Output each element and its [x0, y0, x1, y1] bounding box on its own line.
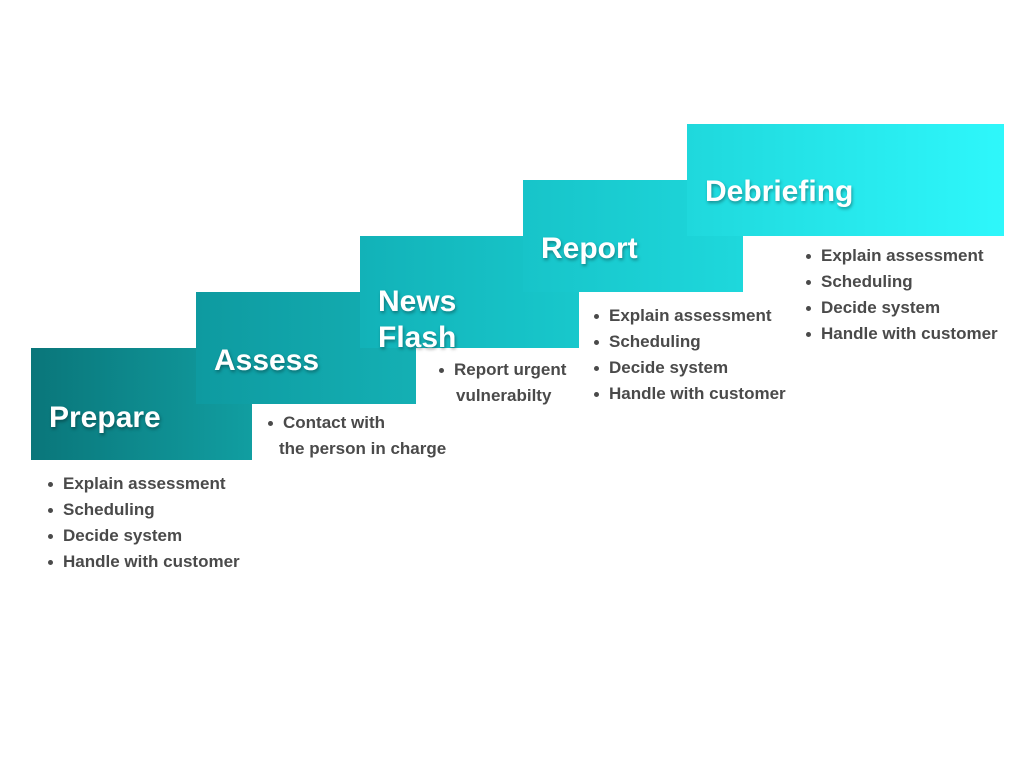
- step-title: Report: [541, 232, 638, 265]
- bullet-icon: [48, 560, 53, 565]
- step-prepare: Prepare: [31, 348, 252, 460]
- bullet-icon: [48, 482, 53, 487]
- bullet-icon: [594, 366, 599, 371]
- bullet-icon: [806, 280, 811, 285]
- step-debriefing: Debriefing: [687, 124, 1004, 236]
- list-item: Decide system: [46, 523, 240, 549]
- list-item: Scheduling: [592, 329, 786, 355]
- list-item: Decide system: [804, 295, 998, 321]
- list-item: Handle with customer: [592, 381, 786, 407]
- bullet-icon: [806, 306, 811, 311]
- list-item-continuation: vulnerabilty: [456, 386, 552, 405]
- bullet-icon: [268, 421, 273, 426]
- bullets-assess: Contact with the person in charge: [266, 410, 446, 462]
- list-item: Explain assessment: [46, 471, 240, 497]
- bullets-debriefing: Explain assessment Scheduling Decide sys…: [804, 243, 998, 347]
- list-item: Handle with customer: [804, 321, 998, 347]
- list-item: Report urgent: [437, 357, 566, 383]
- bullet-icon: [594, 314, 599, 319]
- list-item: Scheduling: [804, 269, 998, 295]
- bullet-icon: [594, 392, 599, 397]
- bullet-icon: [439, 368, 444, 373]
- bullet-icon: [48, 508, 53, 513]
- list-item: Decide system: [592, 355, 786, 381]
- bullets-prepare: Explain assessment Scheduling Decide sys…: [46, 471, 240, 575]
- list-item: Contact with: [266, 410, 446, 436]
- bullet-icon: [806, 332, 811, 337]
- list-item-continuation: the person in charge: [279, 439, 447, 458]
- bullets-news-flash: Report urgent vulnerabilty: [437, 357, 566, 409]
- list-item: Explain assessment: [804, 243, 998, 269]
- step-title: Prepare: [49, 401, 161, 434]
- list-item: Scheduling: [46, 497, 240, 523]
- bullet-icon: [806, 254, 811, 259]
- list-item: Explain assessment: [592, 303, 786, 329]
- step-title: Debriefing: [705, 175, 854, 208]
- bullet-icon: [48, 534, 53, 539]
- step-title: News Flash: [378, 285, 457, 354]
- step-title: Assess: [214, 344, 320, 377]
- bullets-report: Explain assessment Scheduling Decide sys…: [592, 303, 786, 407]
- list-item: Handle with customer: [46, 549, 240, 575]
- bullet-icon: [594, 340, 599, 345]
